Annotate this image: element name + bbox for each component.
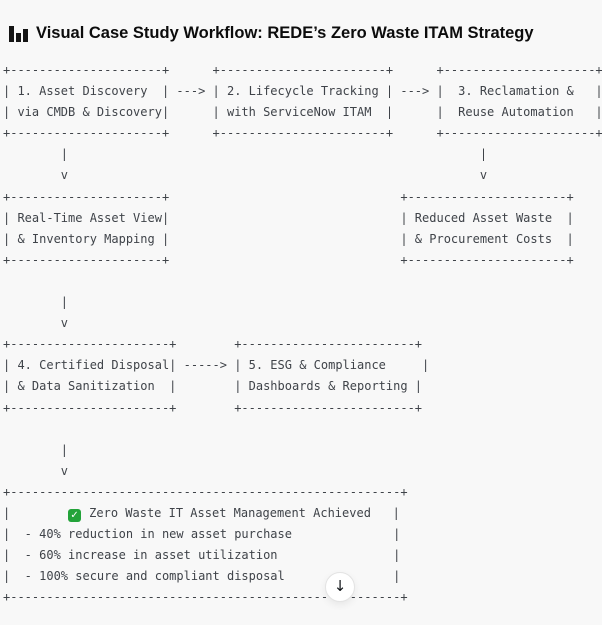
check-emoji-icon: ✓	[68, 508, 82, 522]
arrow-down-icon: ↓	[333, 576, 347, 595]
page-title: Visual Case Study Workflow: REDE’s Zero …	[36, 24, 534, 42]
bar-chart-icon	[8, 25, 29, 42]
header: Visual Case Study Workflow: REDE’s Zero …	[8, 20, 602, 46]
scroll-down-button[interactable]: ↓	[325, 572, 355, 602]
ascii-diagram: +---------------------+ +---------------…	[3, 63, 602, 605]
